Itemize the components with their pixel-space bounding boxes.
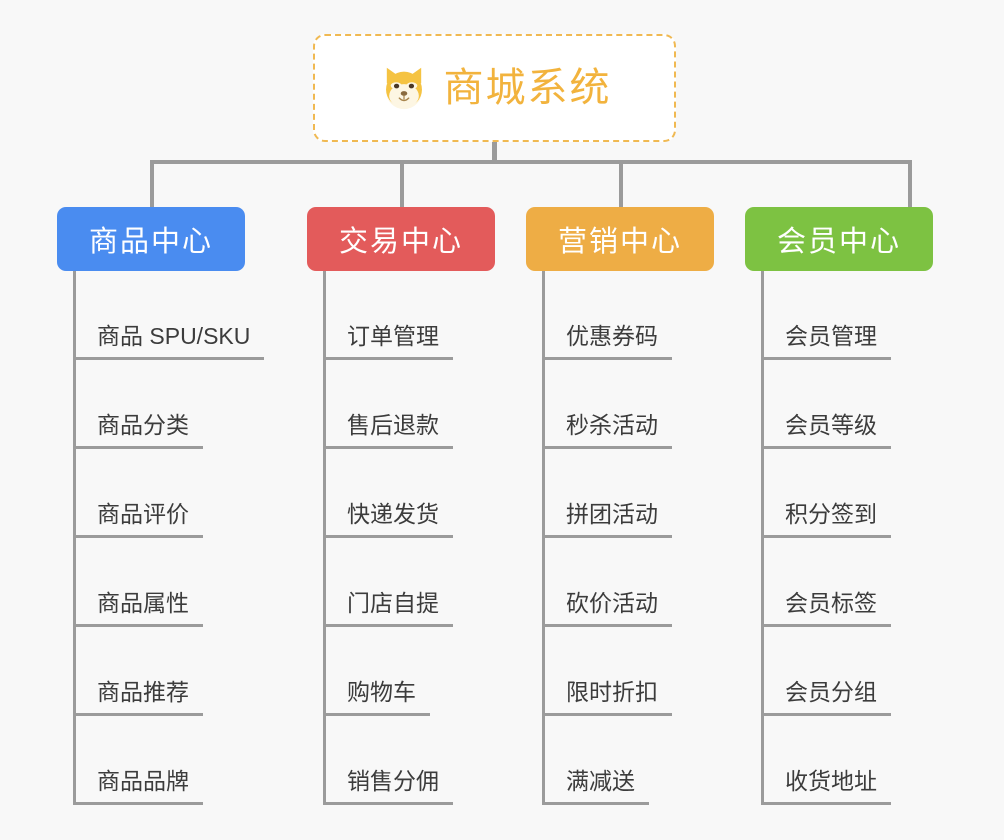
category-item[interactable]: 满减送 <box>542 716 714 805</box>
category-item-label: 商品 SPU/SKU <box>97 323 251 349</box>
category-header[interactable]: 商品中心 <box>57 207 245 271</box>
category-item-label: 商品品牌 <box>97 768 189 794</box>
category-item-underline <box>73 713 203 716</box>
category-item-underline <box>542 535 672 538</box>
category-item[interactable]: 门店自提 <box>323 538 495 627</box>
category-column: 商品中心商品 SPU/SKU 商品分类商品评价商品属性商品推荐商品品牌 <box>57 207 265 805</box>
category-item-underline <box>323 535 453 538</box>
category-item[interactable]: 会员管理 <box>761 271 933 360</box>
category-item[interactable]: 购物车 <box>323 627 495 716</box>
category-item-label: 限时折扣 <box>566 679 658 705</box>
root-title: 商城系统 <box>443 66 612 110</box>
category-item-underline <box>323 802 453 805</box>
category-item[interactable]: 订单管理 <box>323 271 495 360</box>
category-column: 会员中心会员管理会员等级积分签到会员标签会员分组收货地址 <box>745 207 933 805</box>
category-item-underline <box>761 624 891 627</box>
column-spine-line <box>761 271 764 805</box>
category-item-underline <box>323 357 453 360</box>
category-item-underline <box>73 624 203 627</box>
category-item-underline <box>761 535 891 538</box>
category-item[interactable]: 收货地址 <box>761 716 933 805</box>
category-item-list: 订单管理售后退款快递发货门店自提购物车销售分佣 <box>323 271 495 805</box>
category-item-label: 秒杀活动 <box>566 412 658 438</box>
category-header[interactable]: 营销中心 <box>526 207 714 271</box>
category-item-label: 会员等级 <box>785 412 877 438</box>
category-item-underline <box>542 713 672 716</box>
category-item[interactable]: 会员等级 <box>761 360 933 449</box>
category-item[interactable]: 秒杀活动 <box>542 360 714 449</box>
category-item[interactable]: 商品分类 <box>73 360 264 449</box>
category-item[interactable]: 会员标签 <box>761 538 933 627</box>
connector-drop-4 <box>908 160 912 207</box>
category-item-label: 收货地址 <box>785 768 877 794</box>
category-column: 交易中心订单管理售后退款快递发货门店自提购物车销售分佣 <box>307 207 495 805</box>
category-item-underline <box>73 802 203 805</box>
category-header[interactable]: 会员中心 <box>745 207 933 271</box>
category-item-underline <box>761 357 891 360</box>
category-header[interactable]: 交易中心 <box>307 207 495 271</box>
category-item-underline <box>323 624 453 627</box>
connector-drop-1 <box>150 160 154 207</box>
category-item-label: 订单管理 <box>347 323 439 349</box>
category-item-underline <box>323 446 453 449</box>
shiba-dog-face-icon <box>385 67 422 110</box>
category-item-underline <box>761 446 891 449</box>
category-item-label: 售后退款 <box>347 412 439 438</box>
category-item-label: 购物车 <box>347 679 416 705</box>
category-item[interactable]: 会员分组 <box>761 627 933 716</box>
category-item-list: 商品 SPU/SKU 商品分类商品评价商品属性商品推荐商品品牌 <box>73 271 265 805</box>
category-item[interactable]: 积分签到 <box>761 449 933 538</box>
category-item[interactable]: 优惠券码 <box>542 271 714 360</box>
category-item-underline <box>73 357 265 360</box>
category-item-label: 优惠券码 <box>566 323 658 349</box>
category-item-label: 商品评价 <box>97 501 189 527</box>
category-item[interactable]: 砍价活动 <box>542 538 714 627</box>
category-item[interactable]: 商品 SPU/SKU <box>73 271 265 360</box>
category-item[interactable]: 售后退款 <box>323 360 495 449</box>
category-column: 营销中心优惠券码秒杀活动拼团活动砍价活动限时折扣满减送 <box>526 207 714 805</box>
connector-drop-3 <box>619 160 623 207</box>
connector-root-stem <box>492 142 497 164</box>
category-item[interactable]: 商品推荐 <box>73 627 264 716</box>
category-item-list: 会员管理会员等级积分签到会员标签会员分组收货地址 <box>761 271 933 805</box>
category-item-label: 商品推荐 <box>97 679 189 705</box>
category-item[interactable]: 限时折扣 <box>542 627 714 716</box>
category-item[interactable]: 商品评价 <box>73 449 264 538</box>
category-item-label: 会员管理 <box>785 323 877 349</box>
category-item[interactable]: 拼团活动 <box>542 449 714 538</box>
category-item-underline <box>542 802 649 805</box>
connector-drop-2 <box>400 160 404 207</box>
connector-horizontal-bus <box>150 160 912 164</box>
category-item-underline <box>542 624 672 627</box>
category-item-label: 商品属性 <box>97 590 189 616</box>
category-item-label: 会员标签 <box>785 590 877 616</box>
category-item-label: 砍价活动 <box>566 590 658 616</box>
category-item-underline <box>323 713 430 716</box>
column-spine-line <box>542 271 545 805</box>
category-item[interactable]: 商品属性 <box>73 538 264 627</box>
column-spine-line <box>73 271 76 805</box>
category-item-underline <box>542 357 672 360</box>
category-item-label: 快递发货 <box>347 501 439 527</box>
category-item-label: 会员分组 <box>785 679 877 705</box>
category-item-label: 门店自提 <box>347 590 439 616</box>
category-item-underline <box>542 446 672 449</box>
category-item-underline <box>761 713 891 716</box>
category-item-label: 销售分佣 <box>347 768 439 794</box>
category-item[interactable]: 销售分佣 <box>323 716 495 805</box>
category-item[interactable]: 快递发货 <box>323 449 495 538</box>
category-item[interactable]: 商品品牌 <box>73 716 264 805</box>
category-item-label: 积分签到 <box>785 501 877 527</box>
category-item-underline <box>761 802 891 805</box>
category-item-underline <box>73 446 203 449</box>
column-spine-line <box>323 271 326 805</box>
root-node[interactable]: 商城系统 <box>313 34 676 142</box>
category-item-label: 拼团活动 <box>566 501 658 527</box>
category-item-label: 商品分类 <box>97 412 189 438</box>
category-item-label: 满减送 <box>566 768 635 794</box>
category-item-underline <box>73 535 203 538</box>
category-item-list: 优惠券码秒杀活动拼团活动砍价活动限时折扣满减送 <box>542 271 714 805</box>
